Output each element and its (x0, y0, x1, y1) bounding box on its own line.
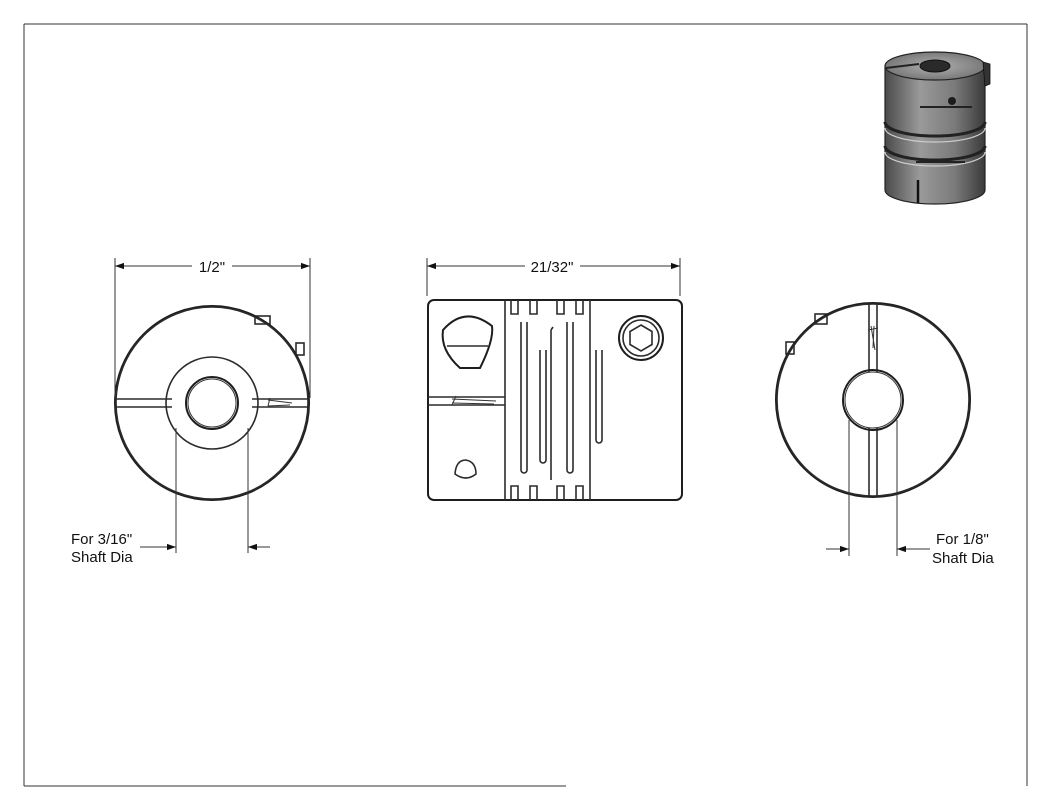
left-bore-label-line2: Shaft Dia (71, 549, 133, 566)
isometric-view (883, 51, 991, 205)
drawing-border (23, 23, 1028, 787)
side-view (427, 299, 683, 501)
overall-length-label: 21/32" (531, 259, 574, 276)
left-bore-callout: For 3/16" Shaft Dia (71, 531, 133, 566)
right-bore-callout: For 1/8" Shaft Dia (932, 531, 994, 567)
right-bore-label-line2: Shaft Dia (932, 550, 994, 567)
overall-length-dimension: 21/32" (426, 258, 681, 296)
right-bore-label-line1: For 1/8" (936, 531, 989, 548)
left-bore-label-line1: For 3/16" (71, 531, 132, 548)
outer-diameter-label: 1/2" (199, 259, 225, 276)
right-end-view (775, 302, 971, 556)
outer-diameter-dimension: 1/2" (114, 258, 311, 398)
left-end-view (114, 305, 310, 553)
